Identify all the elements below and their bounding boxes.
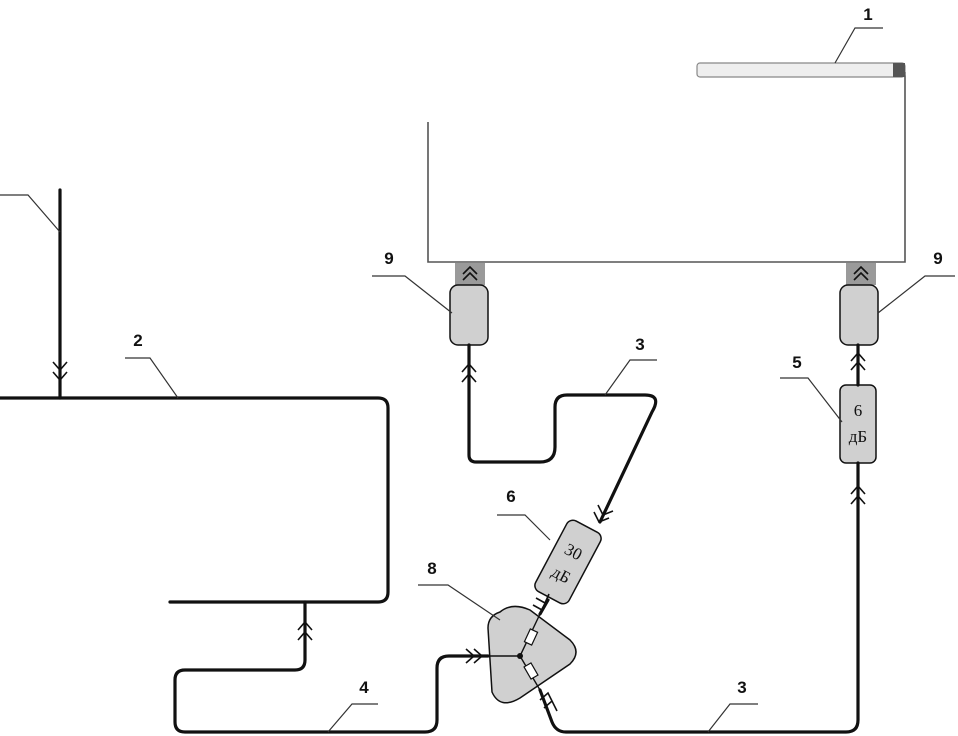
leader-6	[497, 514, 551, 541]
leader-1	[834, 27, 883, 64]
splitter-resistor-bottom	[523, 662, 539, 680]
leader-5	[780, 377, 843, 423]
adapter-9-right	[839, 284, 879, 346]
device-1-rod-cap	[893, 63, 905, 77]
attenuator-30db-body	[534, 519, 602, 605]
device-2-frame	[0, 396, 390, 604]
leader-input	[0, 194, 61, 233]
port-right-chevron	[853, 265, 869, 281]
label-6: 6	[506, 487, 515, 506]
cable-3-lower	[538, 461, 860, 734]
splitter-node	[517, 653, 523, 659]
attenuator-6db	[839, 384, 877, 464]
label-8: 8	[427, 559, 436, 578]
leader-3-lower	[707, 703, 758, 733]
splitter-8	[487, 605, 577, 704]
device-1-frame	[427, 72, 906, 263]
label-3-upper: 3	[635, 335, 644, 354]
label-5: 5	[792, 353, 801, 372]
splitter-resistor-top	[523, 628, 539, 646]
port-left-chevron	[462, 265, 478, 281]
device-1	[427, 62, 906, 285]
label-9-left: 9	[384, 249, 393, 268]
device-1-rod	[696, 62, 906, 78]
leader-3-upper	[604, 359, 657, 396]
cable-3-upper	[467, 343, 658, 524]
cable-4-chevron-top	[297, 620, 313, 641]
splitter-body	[487, 605, 577, 704]
attenuator-6db-unit: дБ	[849, 427, 867, 446]
link-att6-chevron	[850, 351, 866, 371]
link-att30-chevron	[532, 593, 550, 612]
adapter-9-left	[449, 284, 489, 346]
attenuator-30db-value: 30	[561, 539, 585, 564]
cable-3-upper-chevron-bottom	[593, 504, 614, 524]
label-9-right: 9	[933, 249, 942, 268]
label-2: 2	[133, 331, 142, 350]
cable-4	[173, 600, 490, 734]
leader-2	[125, 357, 179, 399]
attenuator-6db-value: 6	[854, 401, 863, 420]
splitter-out-chevron	[539, 691, 558, 712]
cable-4-chevron-end	[465, 648, 484, 664]
input-line-chevron	[52, 361, 68, 382]
cable-3-upper-chevron-top	[461, 362, 477, 383]
leader-9-right	[877, 275, 955, 314]
label-1: 1	[863, 5, 872, 24]
leader-8	[418, 584, 501, 621]
attenuator-30db: 30 дБ	[534, 519, 602, 605]
leader-4	[327, 703, 378, 733]
leader-9-left	[372, 275, 453, 314]
cable-3-lower-chevron	[850, 484, 866, 505]
label-4: 4	[359, 678, 369, 697]
label-3-lower: 3	[737, 678, 746, 697]
